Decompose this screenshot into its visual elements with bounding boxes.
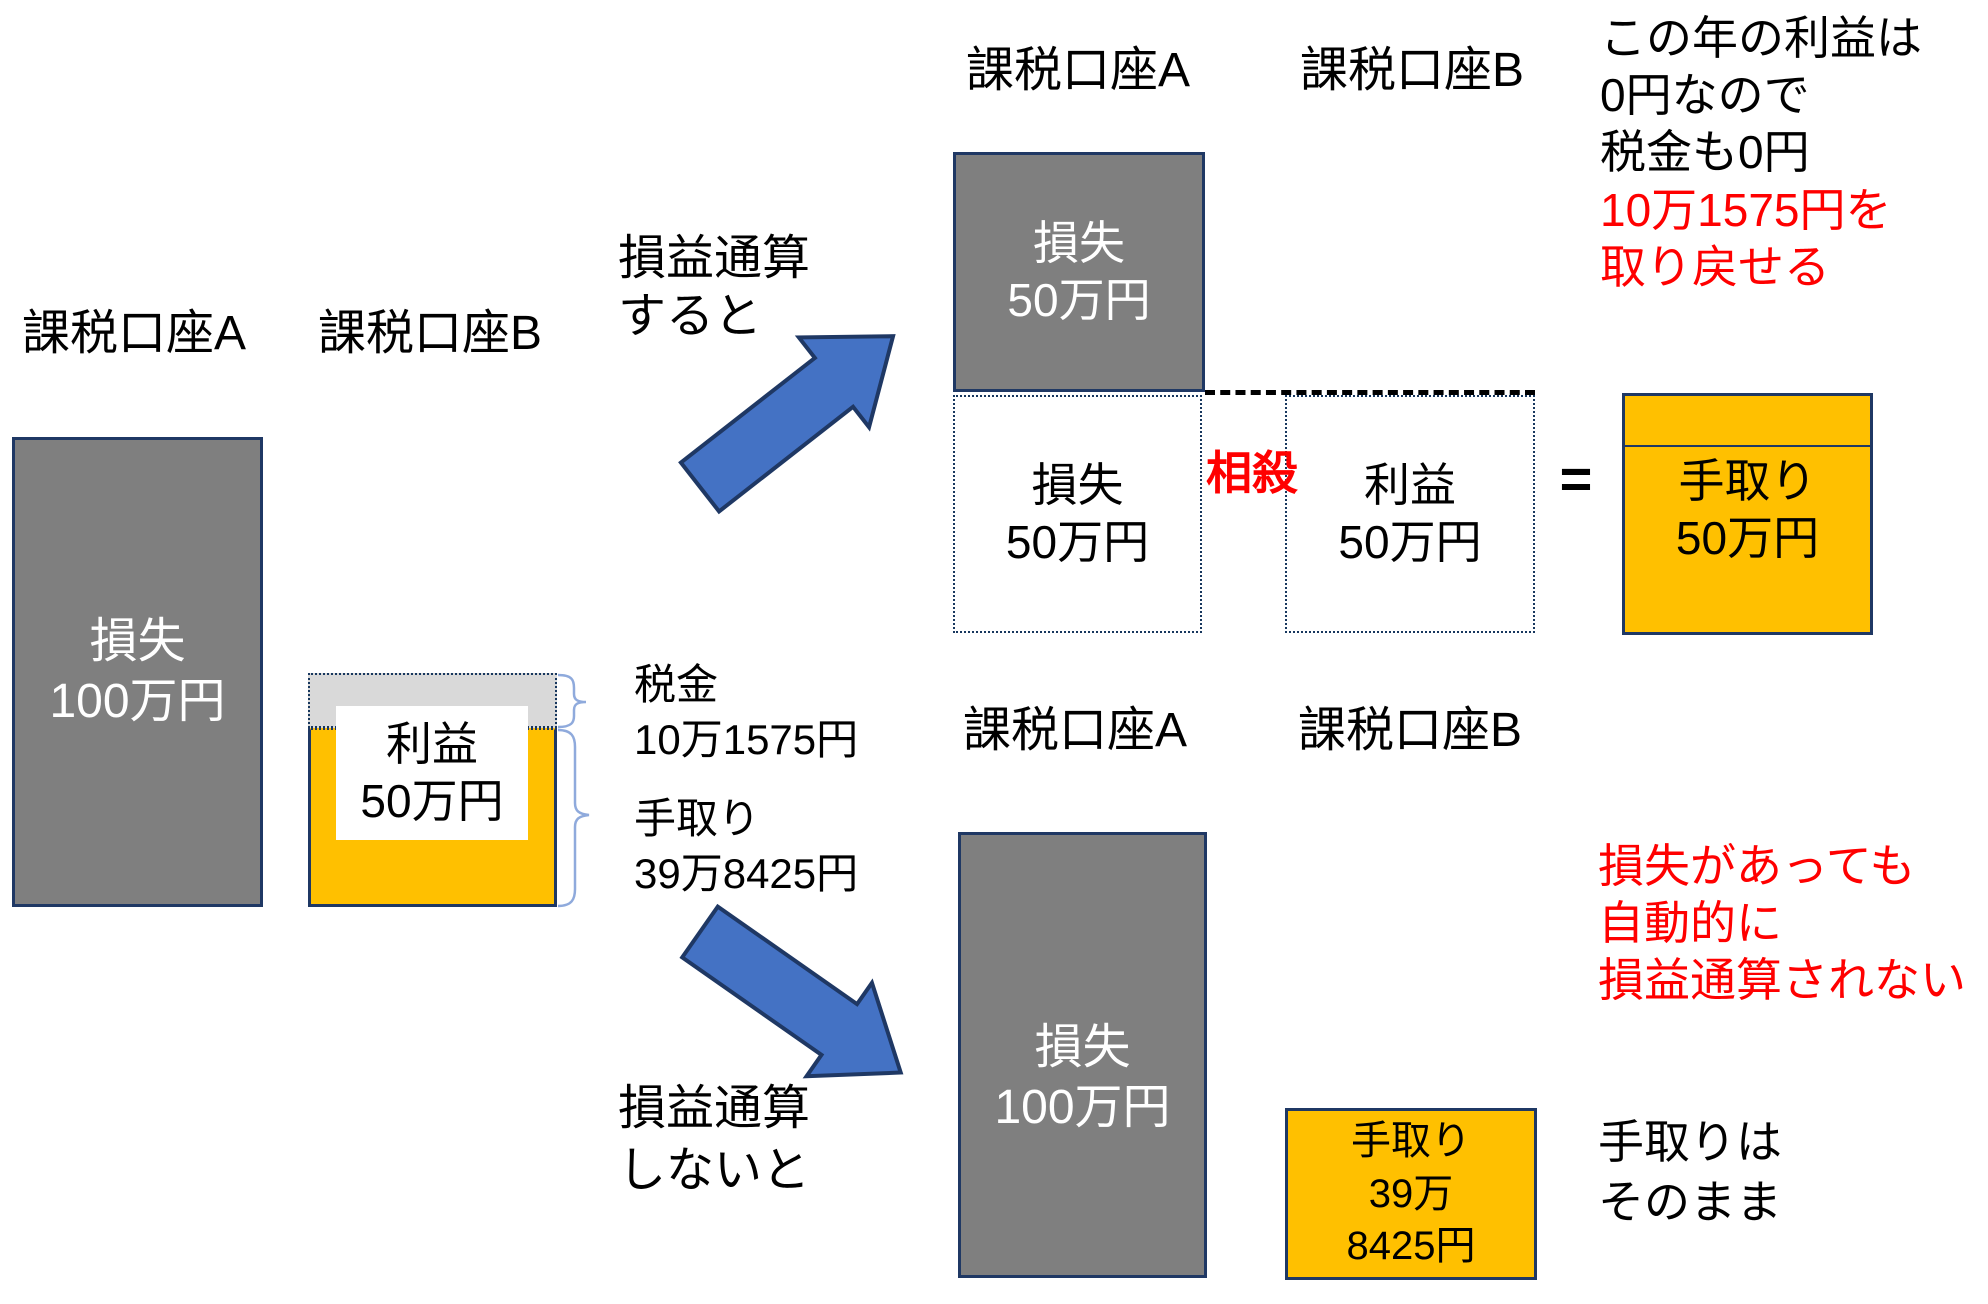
before-net-note: 手取り 39万8425円 <box>634 795 859 897</box>
without-offset-arrow-label: 損益通算 しないと <box>618 1082 811 1197</box>
without-offset-account-a-label: 課税口座A <box>963 704 1188 757</box>
with-offset-arrow-label: 損益通算 すると <box>618 232 811 343</box>
with-offset-note-black: この年の利益は 0円なので 税金も0円 <box>1600 12 1922 178</box>
with-offset-loss-box: 損失 50万円 <box>953 395 1202 633</box>
tax-brace-icon <box>557 673 587 729</box>
offset-label: 相殺 <box>1206 447 1298 499</box>
with-offset-net-box: 手取り 50万円 <box>1675 455 1820 565</box>
with-offset-profit-box: 利益 50万円 <box>1285 395 1535 633</box>
before-tax-note: 税金 10万1575円 <box>634 661 859 763</box>
with-offset-account-b-label: 課税口座B <box>1300 44 1525 97</box>
dashed-connector-line <box>1205 390 1535 395</box>
without-offset-account-b-label: 課税口座B <box>1298 704 1523 757</box>
before-loss-box: 損失 100万円 <box>12 437 263 907</box>
without-offset-note-black: 手取りは そのまま <box>1598 1116 1782 1228</box>
before-profit-box: 利益 50万円 <box>336 706 528 840</box>
without-offset-loss-box: 損失 100万円 <box>958 832 1207 1278</box>
net-brace-icon <box>557 728 590 908</box>
before-account-a-label: 課税口座A <box>22 307 247 360</box>
with-offset-note-red: 10万1575円を 取り戻せる <box>1600 184 1892 293</box>
with-offset-remaining-loss-box: 損失 50万円 <box>953 152 1205 392</box>
without-offset-net-box: 手取り 39万 8425円 <box>1285 1108 1537 1280</box>
before-account-b-label: 課税口座B <box>318 307 543 360</box>
equals-sign: = <box>1559 447 1593 510</box>
net-box-divider <box>1625 396 1870 447</box>
with-offset-account-a-label: 課税口座A <box>966 44 1191 97</box>
with-offset-net-box-frame: 手取り 50万円 <box>1622 393 1873 635</box>
without-offset-note-red: 損失があっても 自動的に 損益通算されない <box>1598 840 1966 1006</box>
